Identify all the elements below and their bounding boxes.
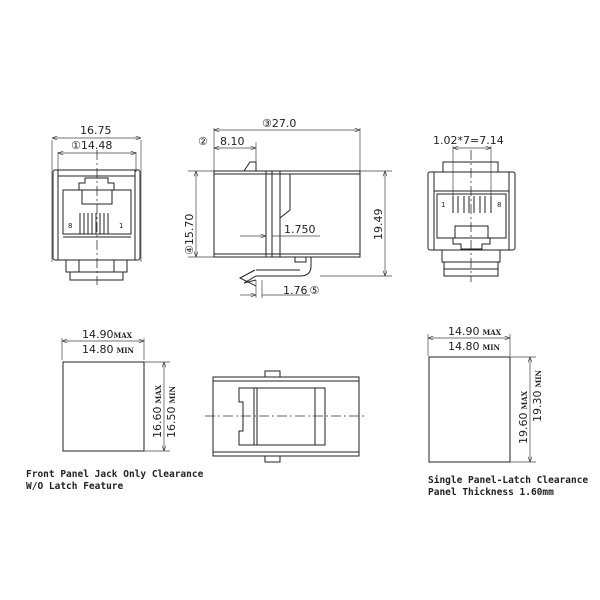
marker-2: ② bbox=[198, 135, 208, 148]
marker-4: ④ bbox=[183, 245, 196, 255]
marker-5: ⑤ bbox=[310, 284, 320, 297]
label-max: MAX bbox=[483, 328, 502, 337]
svg-text:①14.48: ①14.48 bbox=[71, 139, 112, 152]
side-view: ③27.0 ② 8.10 ④15.70 19.49 1.750 bbox=[183, 117, 392, 298]
svg-text:1.76⑤: 1.76⑤ bbox=[283, 284, 320, 297]
svg-text:16.60MAX: 16.60 MAX bbox=[151, 384, 164, 438]
pin-label-1: 1 bbox=[441, 201, 445, 209]
dim-height-min: 19.30 bbox=[531, 391, 544, 423]
top-view bbox=[205, 370, 367, 463]
caption-line-2: W/O Latch Feature bbox=[26, 481, 124, 492]
rear-view: 1.02*7=7.14 1 8 bbox=[427, 134, 516, 282]
label-min: MIN bbox=[534, 369, 543, 387]
marker-1: ① bbox=[71, 139, 81, 152]
dim-height-max: 16.60 bbox=[151, 407, 164, 439]
label-max: MAX bbox=[114, 331, 133, 340]
caption-line-1: Single Panel-Latch Clearance bbox=[428, 475, 588, 486]
dim-height-max: 19.60 bbox=[517, 413, 530, 445]
dim-latch-offset: 8.10 bbox=[220, 135, 245, 148]
dim-width-max: 14.90 bbox=[448, 325, 480, 338]
label-max: MAX bbox=[520, 390, 529, 409]
svg-text:14.90MAX: 14.90MAX bbox=[448, 325, 502, 338]
svg-text:④15.70: ④15.70 bbox=[183, 214, 196, 255]
label-min: MIN bbox=[168, 385, 177, 403]
svg-text:③27.0: ③27.0 bbox=[262, 117, 296, 130]
svg-text:19.30MIN: 19.30 MIN bbox=[531, 369, 544, 422]
front-view: 16.75 ①14.48 8 1 bbox=[51, 124, 142, 285]
pin-label-8: 8 bbox=[68, 222, 72, 230]
dim-latch-thickness: 1.76 bbox=[283, 284, 308, 297]
dim-overall-height: 19.49 bbox=[372, 209, 385, 241]
svg-text:16.50MIN: 16.50 MIN bbox=[165, 385, 178, 438]
dim-overall-width: 16.75 bbox=[80, 124, 112, 137]
marker-3: ③ bbox=[262, 117, 272, 130]
dim-wall-thickness: 1.750 bbox=[284, 223, 316, 236]
pin-label-1: 1 bbox=[119, 222, 123, 230]
dim-inner-width: 14.48 bbox=[81, 139, 113, 152]
label-min: MIN bbox=[483, 343, 501, 352]
dim-pin-pitch: 1.02*7=7.14 bbox=[433, 134, 504, 147]
pin-label-8: 8 bbox=[497, 201, 501, 209]
dim-width-min: 14.80 bbox=[448, 340, 480, 353]
caption-line-1: Front Panel Jack Only Clearance bbox=[26, 469, 204, 480]
caption-line-2: Panel Thickness 1.60mm bbox=[428, 487, 554, 498]
dim-width-min: 14.80 bbox=[82, 343, 114, 356]
dim-width-max: 14.90 bbox=[82, 328, 114, 341]
label-min: MIN bbox=[117, 346, 135, 355]
svg-text:19.60MAX: 19.60 MAX bbox=[517, 390, 530, 444]
dim-overall-length: 27.0 bbox=[272, 117, 297, 130]
dim-body-height: 15.70 bbox=[183, 214, 196, 246]
svg-text:14.90MAX: 14.90MAX bbox=[82, 328, 133, 341]
dim-height-min: 16.50 bbox=[165, 407, 178, 439]
label-max: MAX bbox=[154, 384, 163, 403]
